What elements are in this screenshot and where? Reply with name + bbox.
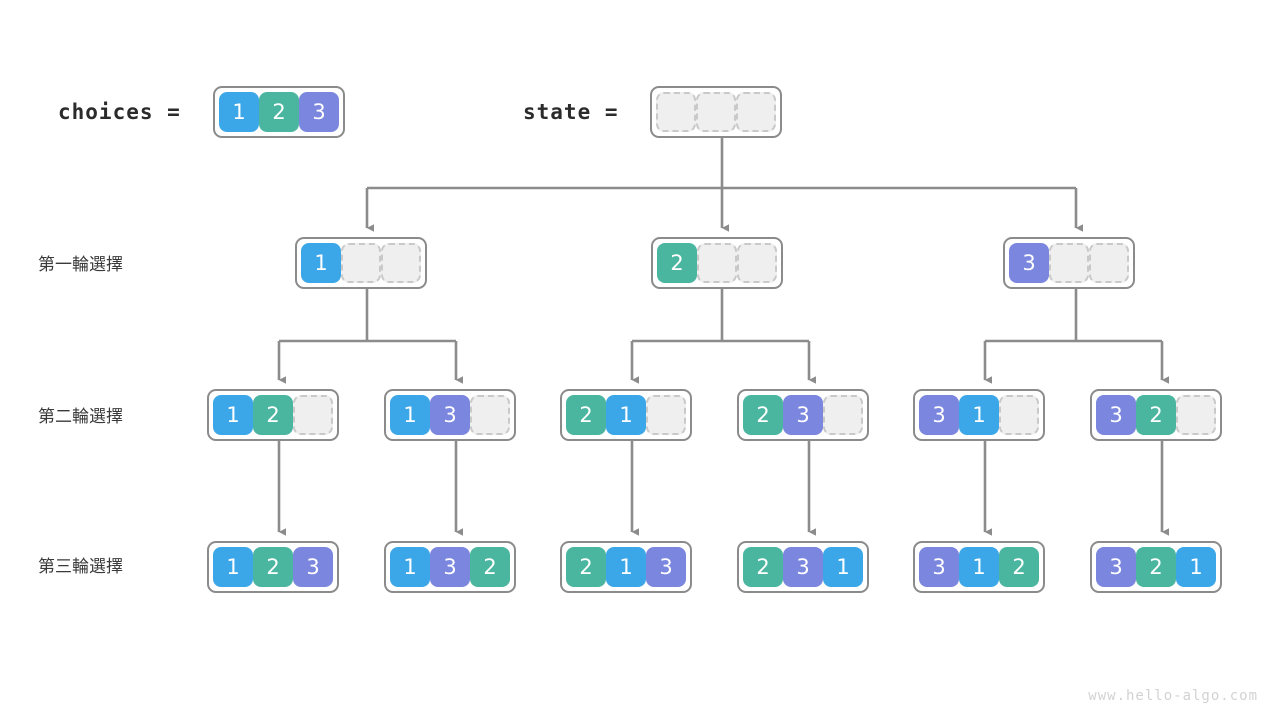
cell-filled: 2	[1136, 547, 1176, 587]
cell-empty	[999, 395, 1039, 435]
cell-filled: 3	[430, 547, 470, 587]
cell-filled: 1	[959, 547, 999, 587]
cell-filled: 2	[743, 395, 783, 435]
cell-empty	[697, 243, 737, 283]
state-array	[650, 86, 782, 138]
cell-filled: 3	[919, 395, 959, 435]
cell-empty	[823, 395, 863, 435]
level1-node: 1	[295, 237, 427, 289]
cell-filled: 3	[1009, 243, 1049, 283]
state-label: state =	[523, 100, 619, 124]
cell-filled: 2	[470, 547, 510, 587]
level1-node: 2	[651, 237, 783, 289]
cell-filled: 3	[783, 547, 823, 587]
cell-filled: 3	[430, 395, 470, 435]
cell-filled: 1	[959, 395, 999, 435]
cell-filled: 1	[213, 547, 253, 587]
cell-filled: 1	[1176, 547, 1216, 587]
cell-filled: 2	[253, 547, 293, 587]
cell-filled: 3	[293, 547, 333, 587]
cell-filled: 3	[646, 547, 686, 587]
cell-filled: 2	[253, 395, 293, 435]
cell-empty	[737, 243, 777, 283]
cell-filled: 1	[606, 395, 646, 435]
cell-filled: 2	[743, 547, 783, 587]
cell-filled: 2	[657, 243, 697, 283]
row-label-round-2: 第二輪選擇	[38, 407, 123, 427]
cell-filled: 1	[219, 92, 259, 132]
level1-node: 3	[1003, 237, 1135, 289]
cell-filled: 1	[301, 243, 341, 283]
cell-filled: 1	[823, 547, 863, 587]
cell-filled: 2	[566, 395, 606, 435]
cell-filled: 1	[606, 547, 646, 587]
watermark: www.hello-algo.com	[1088, 688, 1258, 704]
cell-filled: 3	[1096, 547, 1136, 587]
choices-label: choices =	[58, 100, 181, 124]
cell-empty	[470, 395, 510, 435]
cell-empty	[1089, 243, 1129, 283]
cell-filled: 3	[783, 395, 823, 435]
cell-empty	[341, 243, 381, 283]
cell-filled: 2	[999, 547, 1039, 587]
cell-filled: 2	[1136, 395, 1176, 435]
cell-empty	[381, 243, 421, 283]
cell-filled: 1	[390, 395, 430, 435]
cell-empty	[293, 395, 333, 435]
cell-filled: 3	[299, 92, 339, 132]
cell-filled: 2	[566, 547, 606, 587]
cell-filled: 1	[390, 547, 430, 587]
row-label-round-3: 第三輪選擇	[38, 557, 123, 577]
cell-empty	[1176, 395, 1216, 435]
cell-empty	[696, 92, 736, 132]
cell-empty	[1049, 243, 1089, 283]
cell-empty	[656, 92, 696, 132]
cell-filled: 3	[1096, 395, 1136, 435]
cell-filled: 3	[919, 547, 959, 587]
row-label-round-1: 第一輪選擇	[38, 255, 123, 275]
cell-empty	[736, 92, 776, 132]
cell-filled: 1	[213, 395, 253, 435]
cell-empty	[646, 395, 686, 435]
cell-filled: 2	[259, 92, 299, 132]
